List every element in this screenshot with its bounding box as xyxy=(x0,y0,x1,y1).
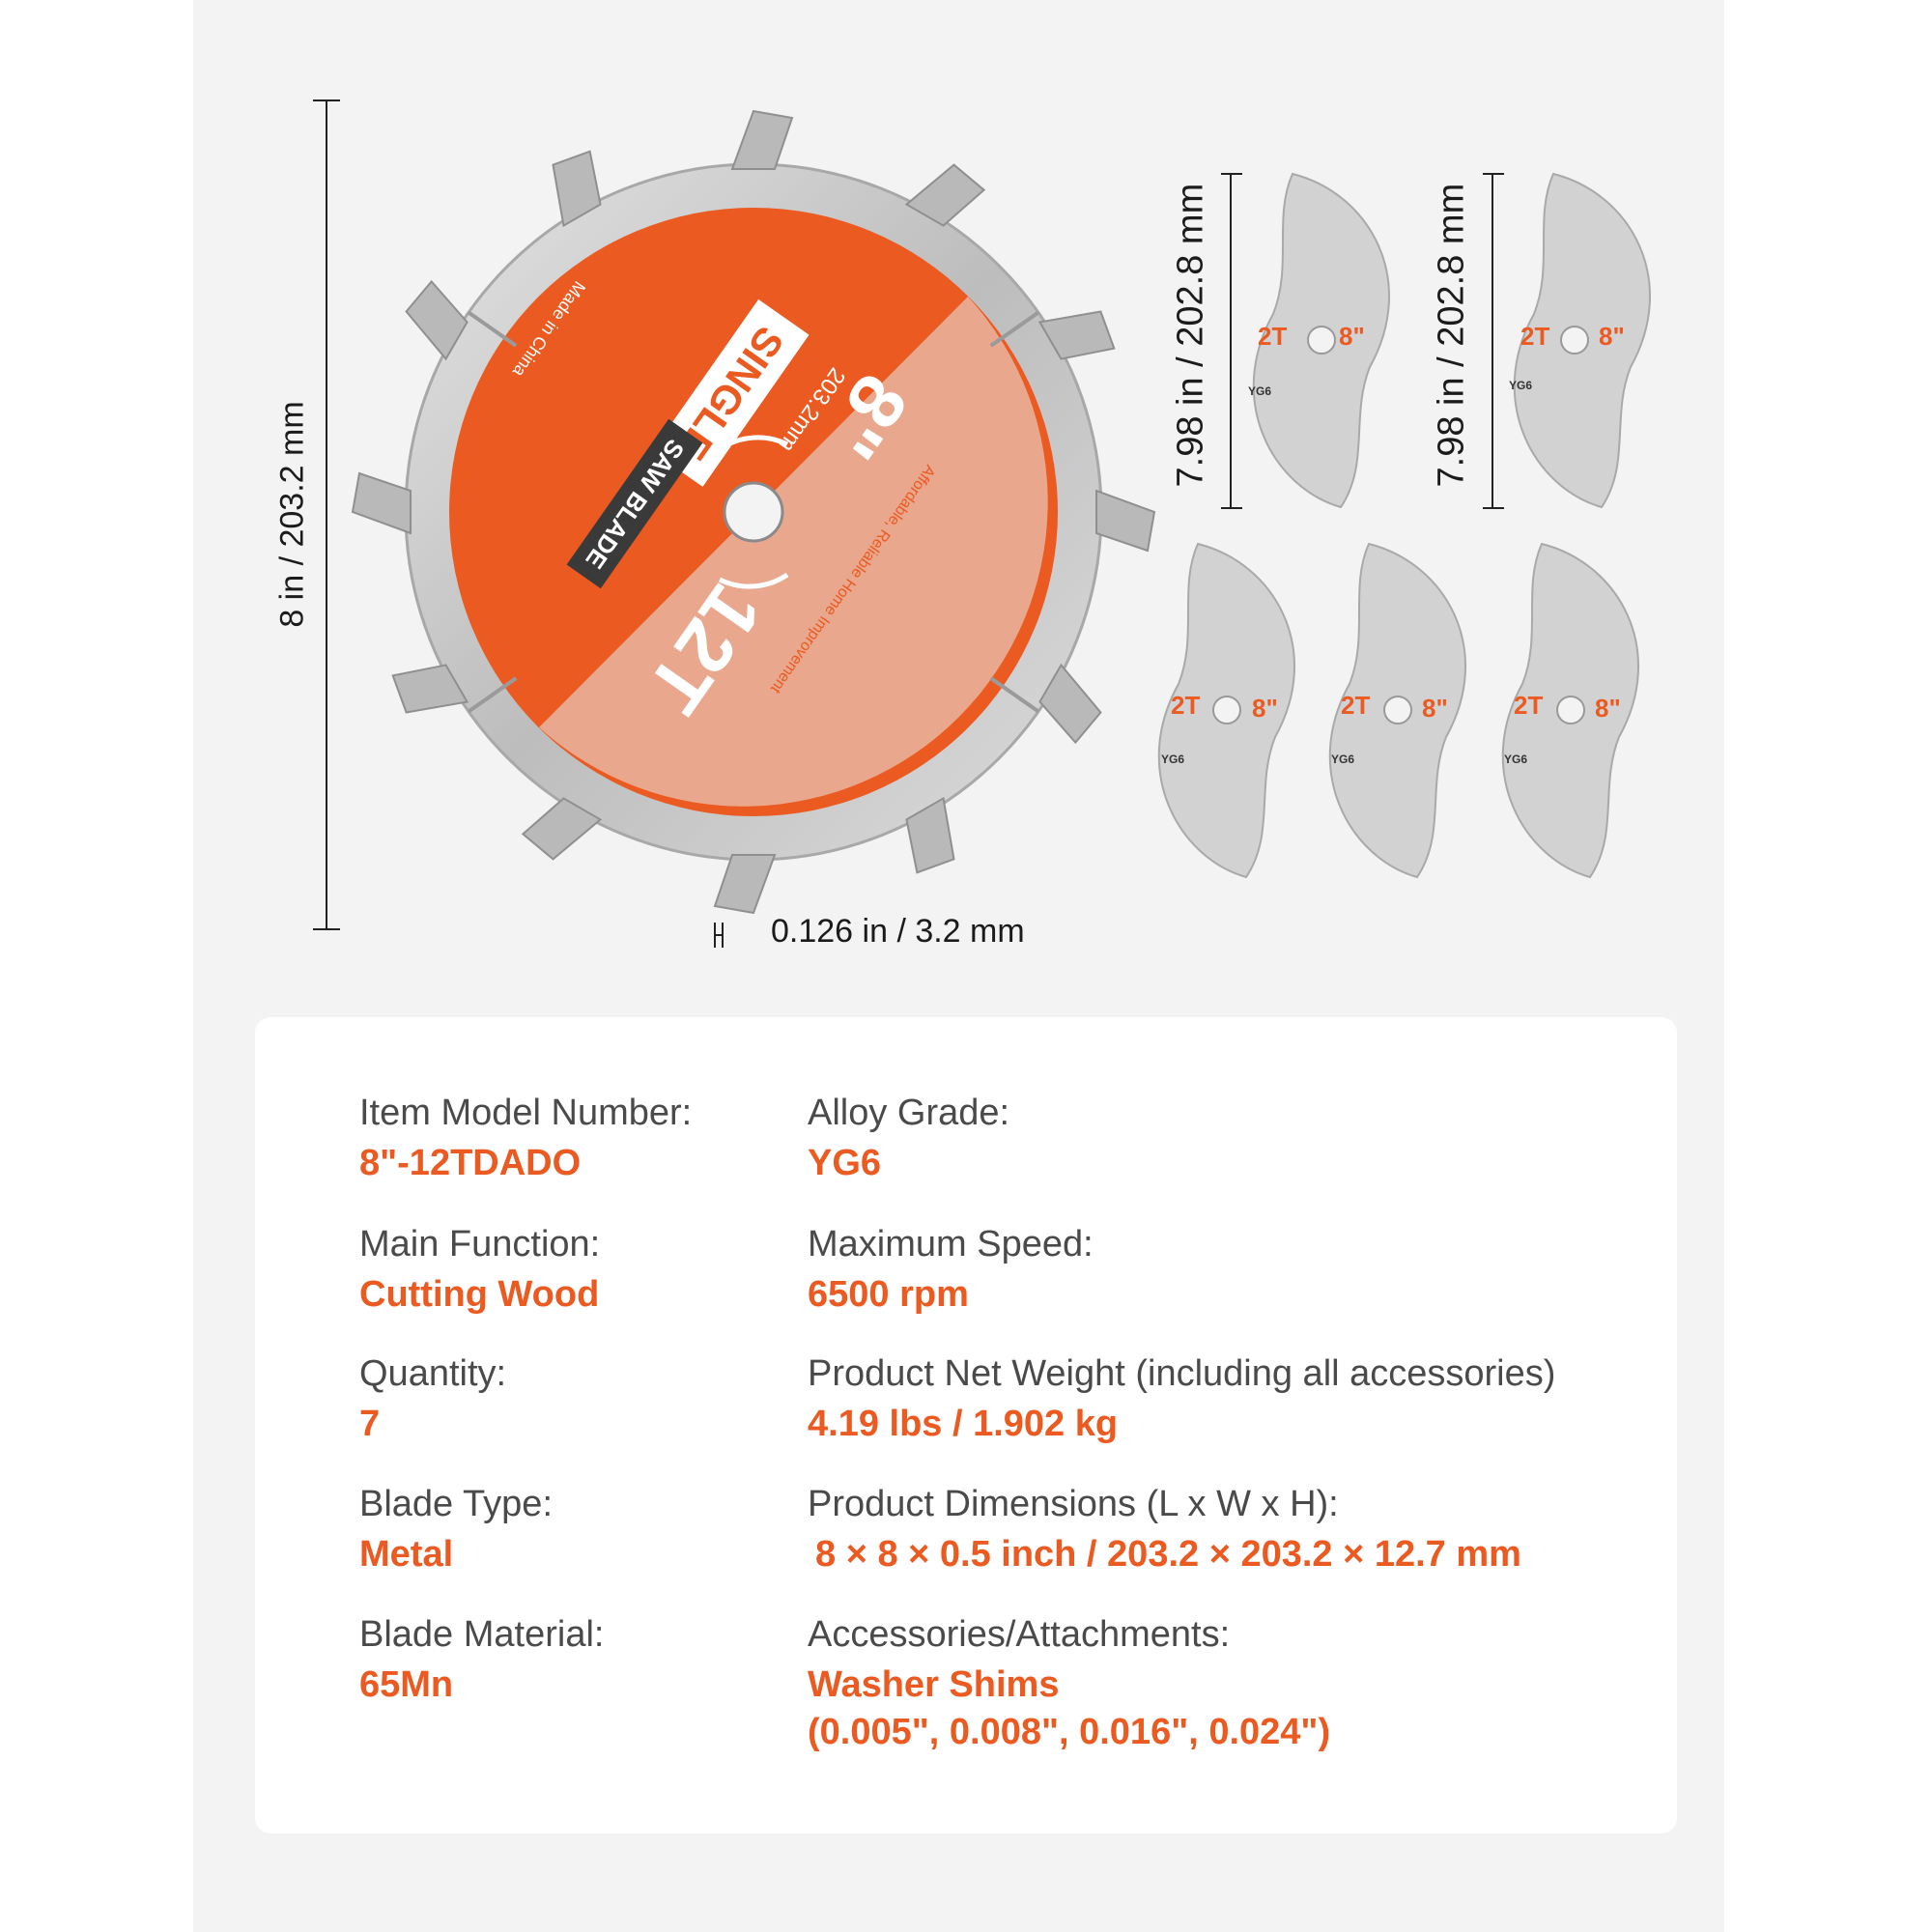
spec-alloy-value: YG6 xyxy=(808,1142,882,1183)
chipper-5-size-label: 8" xyxy=(1595,694,1621,723)
spec-weight: Product Net Weight (including all access… xyxy=(808,1352,1555,1446)
spec-quantity-label: Quantity: xyxy=(359,1353,507,1394)
chipper-3-teeth-label: 2T xyxy=(1171,691,1201,720)
spec-model-label: Item Model Number: xyxy=(359,1093,693,1133)
chipper-blade-2 xyxy=(1513,172,1651,509)
chipper-1-size-label: 8" xyxy=(1339,322,1365,351)
spec-quantity-value: 7 xyxy=(359,1403,381,1444)
blade-thickness-marker xyxy=(714,923,724,948)
chipper-1-height-label: 7.98 in / 202.8 mm xyxy=(1170,183,1211,488)
spec-alloy-label: Alloy Grade: xyxy=(808,1093,1010,1133)
spec-speed-label: Maximum Speed: xyxy=(808,1224,1094,1264)
spec-blade-type-label: Blade Type: xyxy=(359,1484,554,1524)
spec-quantity: Quantity: 7 xyxy=(359,1352,506,1446)
chipper-2-teeth-label: 2T xyxy=(1520,322,1550,351)
chipper-5-grade-label: YG6 xyxy=(1504,753,1528,766)
spec-blade-type-value: Metal xyxy=(359,1533,454,1575)
spec-function-label: Main Function: xyxy=(359,1224,601,1264)
specifications-card xyxy=(255,1017,1677,1833)
spec-weight-value: 4.19 lbs / 1.902 kg xyxy=(808,1403,1119,1444)
chipper-blade-4 xyxy=(1328,542,1466,879)
blade-height-label: 8 in / 203.2 mm xyxy=(273,401,311,628)
spec-function-value: Cutting Wood xyxy=(359,1273,600,1315)
chipper-blade-1 xyxy=(1252,172,1390,509)
chipper-blade-3 xyxy=(1157,542,1295,879)
chipper-3-grade-label: YG6 xyxy=(1161,753,1185,766)
spec-dimensions: Product Dimensions (L x W x H): 8 × 8 × … xyxy=(808,1483,1521,1577)
blade-thickness-label: 0.126 in / 3.2 mm xyxy=(771,913,1025,950)
chipper-5-teeth-label: 2T xyxy=(1514,691,1544,720)
spec-function: Main Function: Cutting Wood xyxy=(359,1223,600,1317)
spec-model: Item Model Number: 8"-12TDADO xyxy=(359,1092,692,1185)
spec-material-value: 65Mn xyxy=(359,1663,454,1705)
chipper-1-height-line xyxy=(1221,173,1242,509)
spec-dimensions-value: 8 × 8 × 0.5 inch / 203.2 × 203.2 × 12.7 … xyxy=(815,1533,1521,1575)
blade-height-dimension-line xyxy=(313,99,340,930)
spec-weight-label: Product Net Weight (including all access… xyxy=(808,1353,1556,1394)
spec-model-value: 8"-12TDADO xyxy=(359,1142,582,1183)
chipper-2-height-line xyxy=(1483,173,1504,509)
chipper-2-grade-label: YG6 xyxy=(1509,379,1533,392)
spec-alloy: Alloy Grade: YG6 xyxy=(808,1092,1009,1185)
chipper-blade-5 xyxy=(1501,542,1639,879)
chipper-4-grade-label: YG6 xyxy=(1331,753,1355,766)
spec-accessories-value-1: Washer Shims xyxy=(808,1663,1060,1705)
chipper-1-grade-label: YG6 xyxy=(1248,384,1272,398)
spec-material: Blade Material: 65Mn xyxy=(359,1613,604,1707)
spec-speed-value: 6500 rpm xyxy=(808,1273,969,1315)
spec-blade-type: Blade Type: Metal xyxy=(359,1483,553,1577)
chipper-2-height-label: 7.98 in / 202.8 mm xyxy=(1431,183,1472,488)
spec-accessories-label: Accessories/Attachments: xyxy=(808,1614,1231,1655)
chipper-1-teeth-label: 2T xyxy=(1258,322,1288,351)
spec-speed: Maximum Speed: 6500 rpm xyxy=(808,1223,1094,1317)
spec-accessories-value-2: (0.005", 0.008", 0.016", 0.024") xyxy=(808,1712,1331,1753)
chipper-3-size-label: 8" xyxy=(1252,694,1278,723)
main-saw-blade xyxy=(351,109,1156,915)
spec-material-label: Blade Material: xyxy=(359,1614,605,1655)
chipper-2-size-label: 8" xyxy=(1599,322,1625,351)
spec-dimensions-label: Product Dimensions (L x W x H): xyxy=(808,1484,1339,1524)
chipper-4-teeth-label: 2T xyxy=(1341,691,1371,720)
spec-accessories: Accessories/Attachments: Washer Shims (0… xyxy=(808,1613,1330,1755)
chipper-4-size-label: 8" xyxy=(1422,694,1448,723)
